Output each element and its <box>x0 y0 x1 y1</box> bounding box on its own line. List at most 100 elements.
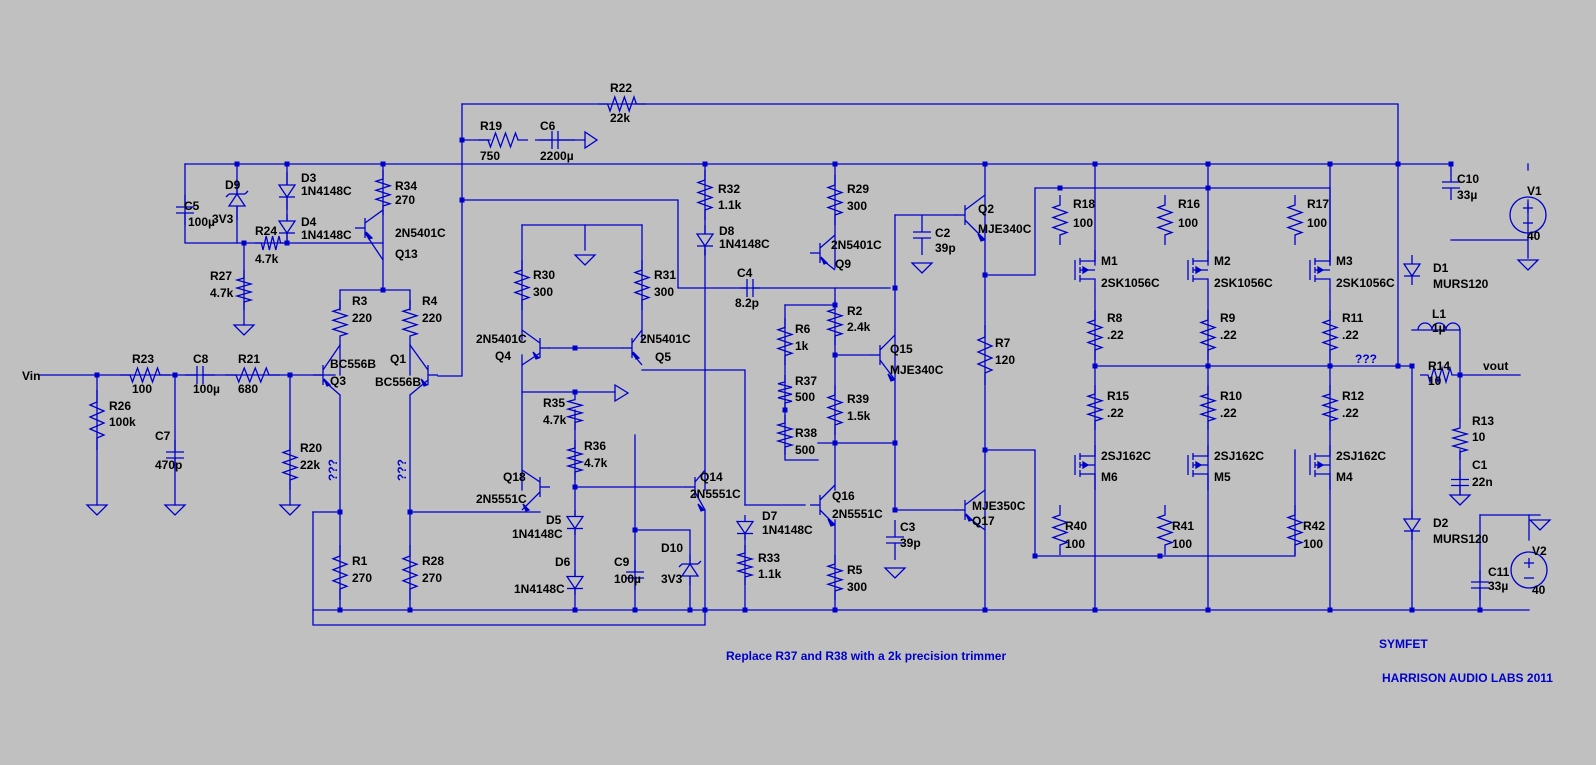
ground-icon <box>614 383 630 403</box>
m4-value-label: 2SJ162C <box>1336 449 1386 463</box>
junction-dot <box>892 440 898 446</box>
q5-ref-label: Q5 <box>655 350 671 364</box>
c2-value-label: 39p <box>935 241 956 255</box>
junction-dot <box>832 440 838 446</box>
c6-value-label: 2200µ <box>540 149 574 163</box>
junction-dot <box>832 161 838 167</box>
credit-label: HARRISON AUDIO LABS 2011 <box>1382 671 1553 685</box>
r33-resistor <box>735 545 755 585</box>
junction-dot <box>1395 161 1401 167</box>
d10-ref-label: D10 <box>661 541 683 555</box>
r15-value-label: .22 <box>1107 406 1124 420</box>
r22-resistor <box>598 94 646 114</box>
c7-ref-label: C7 <box>155 429 171 443</box>
r39-ref-label: R39 <box>847 392 869 406</box>
junction-dot <box>1057 185 1063 191</box>
r2-ref-label: R2 <box>847 304 863 318</box>
junction-dot <box>241 240 247 246</box>
q13-value-label: 2N5401C <box>395 226 446 240</box>
junction-dot <box>1157 553 1163 559</box>
junction-dot <box>982 161 988 167</box>
r41-ref-label: R41 <box>1172 519 1194 533</box>
wire <box>437 103 463 377</box>
r29-resistor <box>826 175 844 225</box>
v1-ref-label: V1 <box>1527 184 1542 198</box>
ground-icon <box>163 504 187 516</box>
r24-ref-label: R24 <box>255 224 277 238</box>
c10-capacitor <box>1442 170 1460 200</box>
ground-icon <box>1516 259 1540 271</box>
c4-capacitor <box>740 279 760 297</box>
trimmer-note: Replace R37 and R38 with a 2k precision … <box>726 649 1007 663</box>
q2-ref-label: Q2 <box>978 202 994 216</box>
d6-ref-label: D6 <box>555 555 571 569</box>
v1-source <box>1509 196 1547 234</box>
c3-ref-label: C3 <box>900 520 916 534</box>
q9-value-label: 2N5401C <box>831 238 882 252</box>
r24-value-label: 4.7k <box>255 252 279 266</box>
r26-resistor <box>88 390 106 450</box>
r10-ref-label: R10 <box>1220 389 1242 403</box>
d5-value-label: 1N4148C <box>512 527 563 541</box>
r27-ref-label: R27 <box>210 269 232 283</box>
junction-dot <box>459 197 465 203</box>
r18-ref-label: R18 <box>1073 197 1095 211</box>
q17-value-label: MJE350C <box>972 499 1026 513</box>
junction-dot <box>1032 553 1038 559</box>
q18-ref-label: Q18 <box>503 470 526 484</box>
r21-ref-label: R21 <box>238 352 260 366</box>
junction-dot <box>380 287 386 293</box>
components <box>85 94 1552 600</box>
r24-resistor <box>255 235 287 251</box>
r16-resistor <box>1156 195 1174 245</box>
d6-diode <box>565 570 585 595</box>
r19-ref-label: R19 <box>480 119 502 133</box>
r5-ref-label: R5 <box>847 563 863 577</box>
c9-capacitor <box>626 560 644 590</box>
r36-value-label: 4.7k <box>584 456 608 470</box>
r16-ref-label: R16 <box>1178 197 1200 211</box>
unknown-value-marker: ??? <box>1355 352 1377 366</box>
c5-capacitor <box>176 195 194 225</box>
r33-value-label: 1.1k <box>758 567 782 581</box>
d1-value-label: MURS120 <box>1433 277 1489 291</box>
wire <box>184 163 1452 171</box>
q5-transistor <box>622 329 643 366</box>
r2-resistor <box>825 300 845 345</box>
c4-ref-label: C4 <box>737 266 753 280</box>
q5-value-label: 2N5401C <box>640 332 691 346</box>
r5-value-label: 300 <box>847 580 867 594</box>
junction-dot <box>1205 363 1211 369</box>
d2-diode <box>1402 510 1422 540</box>
d8-diode <box>695 225 715 255</box>
junction-dot <box>832 607 838 613</box>
r8-resistor <box>1086 310 1104 360</box>
m3-ref-label: M3 <box>1336 254 1353 268</box>
r20-value-label: 22k <box>300 458 320 472</box>
ground-icon <box>910 262 934 274</box>
r15-ref-label: R15 <box>1107 389 1129 403</box>
q1-transistor <box>409 344 438 396</box>
r8-ref-label: R8 <box>1107 311 1123 325</box>
q15-ref-label: Q15 <box>890 342 913 356</box>
d10-value-label: 3V3 <box>661 572 683 586</box>
r4-ref-label: R4 <box>422 294 438 308</box>
junction-dot <box>572 484 578 490</box>
r18-value-label: 100 <box>1073 216 1093 230</box>
d9-ref-label: D9 <box>225 178 241 192</box>
r1-ref-label: R1 <box>352 554 368 568</box>
q13-ref-label: Q13 <box>395 247 418 261</box>
junction-dot <box>1092 161 1098 167</box>
c2-ref-label: C2 <box>935 226 951 240</box>
q16-ref-label: Q16 <box>832 489 855 503</box>
r5-resistor <box>825 555 845 600</box>
q13-transistor <box>355 209 384 261</box>
c8-capacitor <box>185 366 215 384</box>
r32-value-label: 1.1k <box>718 198 742 212</box>
r13-value-label: 10 <box>1472 430 1486 444</box>
c6-ref-label: C6 <box>540 119 556 133</box>
m5-ref-label: M5 <box>1214 470 1231 484</box>
d7-value-label: 1N4148C <box>762 523 813 537</box>
r37-resistor <box>777 375 793 410</box>
r8-value-label: .22 <box>1107 328 1124 342</box>
